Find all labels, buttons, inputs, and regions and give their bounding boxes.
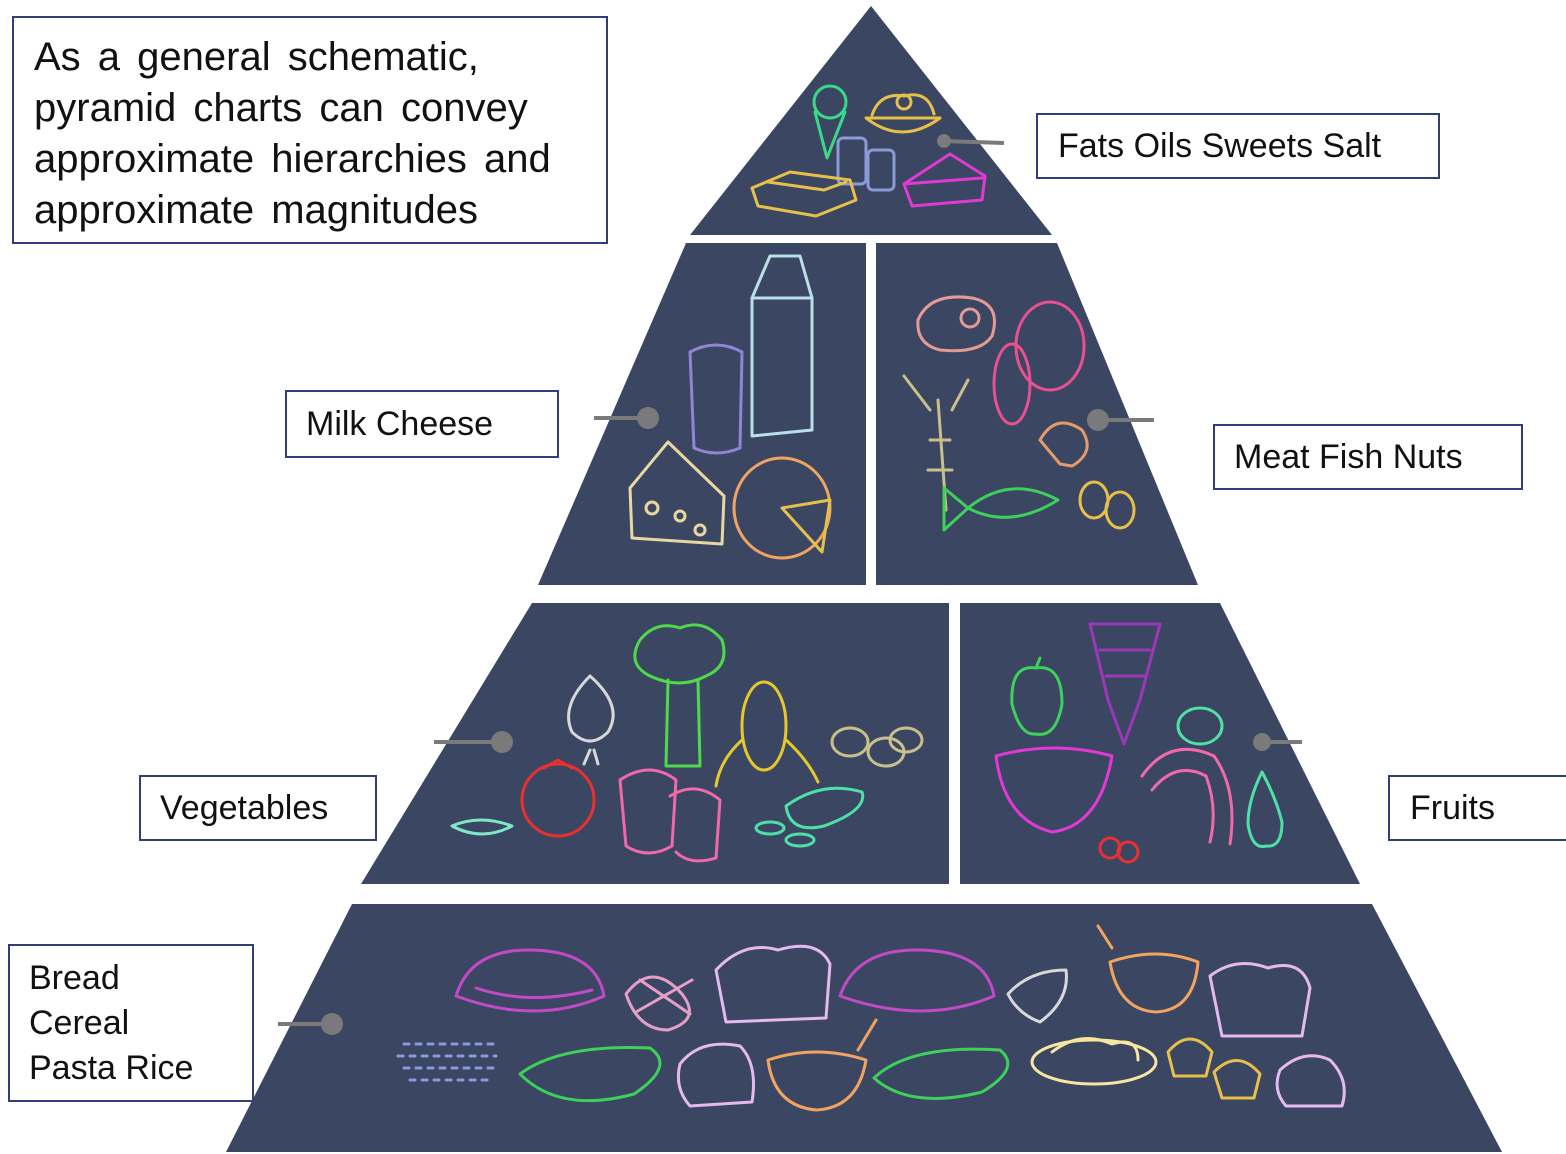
peppers-icon bbox=[618, 768, 722, 863]
watermelon-icon bbox=[994, 746, 1114, 834]
cherries-icon bbox=[1098, 836, 1140, 864]
rice-icon bbox=[396, 1042, 502, 1082]
label-meat-fish-nuts: Meat Fish Nuts bbox=[1213, 424, 1523, 490]
vegetable-illustrations bbox=[450, 623, 924, 863]
label-fats-oils-sweets-salt: Fats Oils Sweets Salt bbox=[1036, 113, 1440, 179]
cereal-bowl-icon bbox=[1096, 924, 1200, 1014]
potatoes-icon bbox=[830, 726, 924, 768]
eggs-icon bbox=[1078, 480, 1136, 530]
leader-lines bbox=[278, 134, 1302, 1035]
grapes-icon bbox=[1088, 622, 1162, 746]
pea-pod-icon bbox=[450, 818, 514, 836]
fish-icon bbox=[942, 486, 1060, 532]
bananas-icon bbox=[1140, 747, 1234, 846]
note-line: approximate magnitudes bbox=[34, 188, 479, 232]
bread-loaf-2-icon bbox=[838, 948, 996, 1013]
apple-icon bbox=[1010, 656, 1064, 736]
leader-vegetables bbox=[434, 731, 513, 753]
label-bread-cereal-pasta-rice: Bread Cereal Pasta Rice bbox=[8, 944, 254, 1102]
muffins-icon bbox=[1166, 1037, 1262, 1100]
schematic-note: As a general schematic, pyramid charts c… bbox=[12, 16, 608, 244]
butter-icon bbox=[750, 170, 858, 218]
yogurt-cup-icon bbox=[688, 343, 744, 455]
tomato-icon bbox=[520, 758, 596, 838]
label-line: Bread bbox=[29, 958, 120, 997]
sundae-icon bbox=[864, 93, 942, 134]
label-milk-cheese: Milk Cheese bbox=[285, 390, 559, 458]
leader-fats bbox=[937, 134, 1005, 148]
baguette-2-icon bbox=[872, 1047, 1010, 1100]
baguette-icon bbox=[518, 1046, 662, 1103]
ice-cream-icon bbox=[812, 84, 848, 160]
meat-illustrations bbox=[902, 295, 1136, 532]
pie-slice-icon bbox=[902, 152, 987, 208]
bread-illustrations bbox=[396, 924, 1346, 1112]
steak-icon bbox=[916, 295, 996, 353]
cheese-wedge-icon bbox=[628, 440, 726, 546]
bread-slice-2-icon bbox=[1275, 1054, 1346, 1108]
broccoli-icon bbox=[633, 623, 726, 768]
leader-bread bbox=[278, 1013, 343, 1035]
tier-milk bbox=[538, 243, 866, 585]
pretzel-icon bbox=[624, 975, 694, 1032]
leader-milk bbox=[594, 407, 659, 429]
bread-slice-icon bbox=[1208, 962, 1312, 1038]
sliced-bread-icon bbox=[714, 944, 832, 1024]
pasta-plate-icon bbox=[1030, 1037, 1158, 1086]
ham-icon bbox=[992, 300, 1086, 426]
label-line: Cereal bbox=[29, 1003, 130, 1042]
note-line: approximate hierarchies and bbox=[34, 137, 551, 181]
drumstick-icon bbox=[1038, 421, 1089, 468]
pear-icon bbox=[1246, 770, 1284, 849]
milk-carton-icon bbox=[750, 254, 814, 438]
tier-bread bbox=[226, 904, 1502, 1152]
cucumber-icon bbox=[754, 786, 865, 848]
corn-icon bbox=[714, 680, 820, 788]
label-vegetables: Vegetables bbox=[139, 775, 377, 841]
onion-icon bbox=[567, 674, 615, 766]
oatmeal-bowl-icon bbox=[766, 1018, 878, 1112]
label-fruits: Fruits bbox=[1388, 775, 1566, 841]
leader-fruits bbox=[1253, 733, 1302, 751]
milk-illustrations bbox=[628, 254, 832, 560]
tier-vegetables bbox=[361, 603, 949, 884]
note-line: pyramid charts can convey bbox=[34, 86, 528, 130]
note-line: As a general schematic, bbox=[34, 35, 479, 79]
fats-illustrations bbox=[750, 84, 987, 218]
leader-meat bbox=[1087, 409, 1154, 431]
tier-fruits bbox=[960, 603, 1360, 884]
lemon-icon bbox=[1176, 706, 1224, 746]
tier-meat bbox=[876, 243, 1198, 585]
label-line: Pasta Rice bbox=[29, 1048, 194, 1087]
croissant-icon bbox=[1006, 968, 1068, 1024]
fruit-illustrations bbox=[994, 622, 1284, 864]
cheese-wheel-icon bbox=[732, 456, 832, 560]
toast-icon bbox=[676, 1042, 755, 1108]
bread-loaf-icon bbox=[454, 948, 606, 1013]
